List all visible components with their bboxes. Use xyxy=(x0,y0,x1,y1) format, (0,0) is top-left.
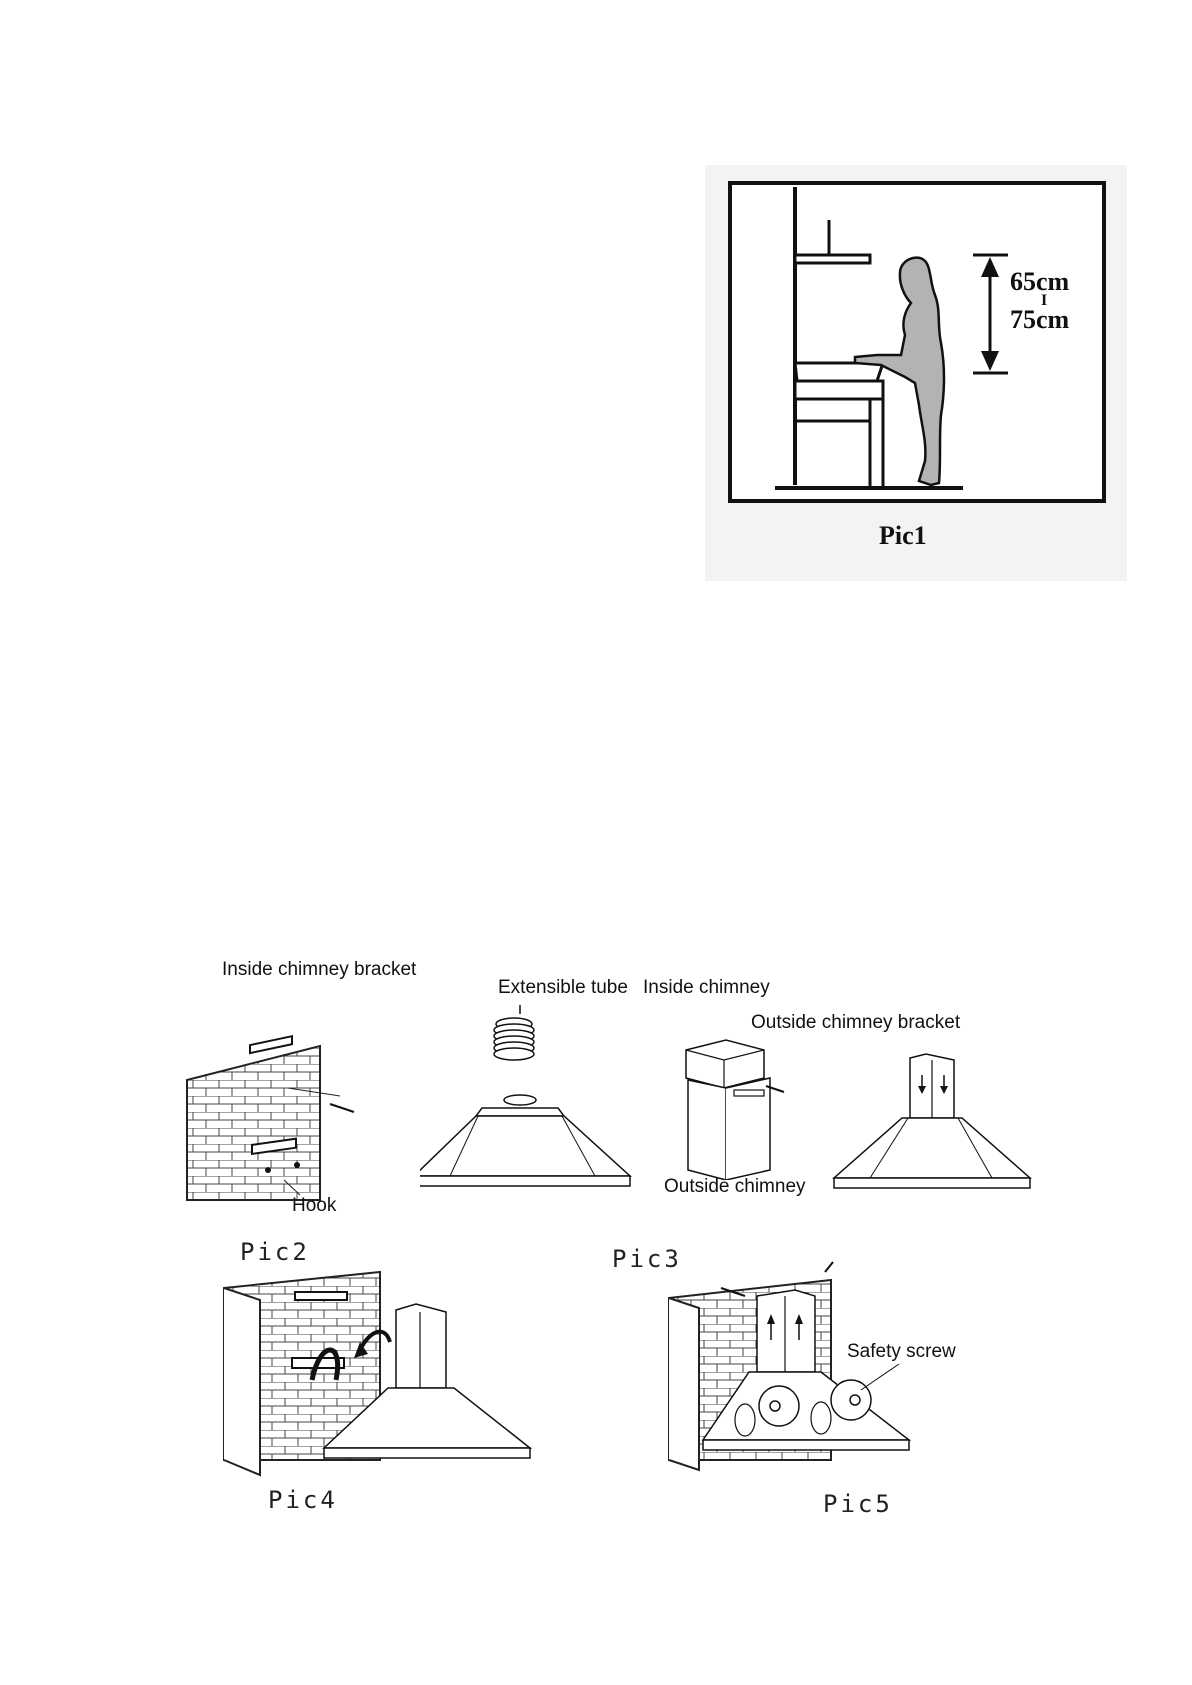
pic3-label-tube: Extensible tube xyxy=(498,978,628,997)
pic3-label-outside-bracket: Outside chimney bracket xyxy=(751,1013,960,1032)
pic3-tube-drawing xyxy=(420,1000,652,1210)
pic4-drawing xyxy=(220,1270,540,1480)
pic4-caption: Pic4 xyxy=(268,1488,338,1512)
pic3-tube-figure: Extensible tube xyxy=(420,1000,652,1210)
pic2-label-bracket: Inside chimney bracket xyxy=(222,960,416,979)
pic3-label-outside-chimney: Outside chimney xyxy=(664,1177,806,1196)
pic3-label-inside-chimney: Inside chimney xyxy=(643,978,770,997)
pic3-chimney-drawing xyxy=(680,1030,800,1180)
pic2-label-hook: Hook xyxy=(292,1196,336,1215)
pic5-figure: Safety screw Pic5 xyxy=(665,1260,1005,1515)
pic5-label-safety: Safety screw xyxy=(847,1342,956,1361)
pic1-figure: 65cm I 75cm Pic1 xyxy=(705,165,1127,581)
pic5-drawing xyxy=(665,1260,1005,1480)
pic1-caption: Pic1 xyxy=(879,523,927,549)
pic4-figure: Pic4 xyxy=(220,1270,540,1520)
pic2-caption: Pic2 xyxy=(240,1240,310,1264)
pic3-chimney-figure: Inside chimney Outside chimney bracket O… xyxy=(680,1030,800,1180)
pic1-dim-bottom: 75cm xyxy=(1010,307,1069,333)
pic2-drawing xyxy=(180,1000,440,1205)
pic3-assembled-figure xyxy=(830,1050,1040,1200)
pic3-assembled-drawing xyxy=(830,1050,1040,1200)
pic1-dim-top: 65cm xyxy=(1010,269,1069,295)
pic1-drawing xyxy=(705,165,1127,581)
pic5-caption: Pic5 xyxy=(823,1492,893,1516)
pic2-figure: Inside chimney bracket Hook Pic2 xyxy=(180,1000,440,1265)
